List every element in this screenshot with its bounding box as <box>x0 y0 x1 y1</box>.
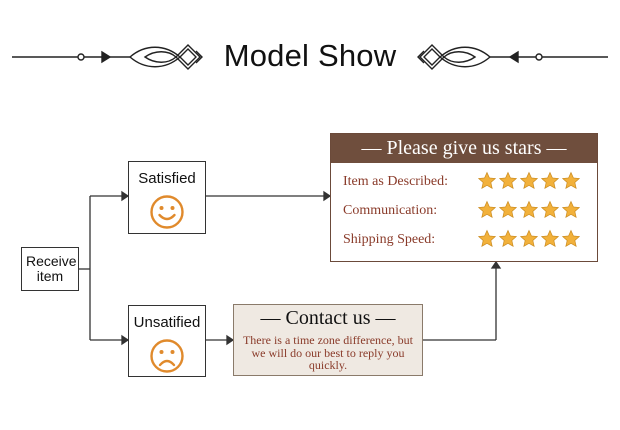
rating-label-item-described: Item as Described: <box>343 174 448 189</box>
receive-item-label: Receive item <box>26 253 77 284</box>
star-icon <box>498 200 518 219</box>
star-icon <box>561 200 581 219</box>
star-icon <box>561 171 581 190</box>
star-icon <box>519 200 539 219</box>
star-icon <box>540 171 560 190</box>
rating-label-communication: Communication: <box>343 203 438 218</box>
arrow-up-to-stars <box>490 260 502 269</box>
rating-stars-shipping-speed <box>477 229 581 249</box>
rating-stars-item-described <box>477 171 581 191</box>
star-icon <box>498 229 518 248</box>
contact-panel-text: There is a time zone difference, but we … <box>242 333 414 372</box>
arrow-to-stars <box>323 190 332 202</box>
satisfied-label: Satisfied <box>138 170 196 187</box>
right-ornament <box>417 44 608 70</box>
arrow-to-contact <box>226 334 235 346</box>
rating-panel-title: — Please give us stars — <box>331 134 597 163</box>
star-icon <box>477 200 497 219</box>
rating-panel: — Please give us stars — Item as Describ… <box>330 133 598 262</box>
contact-panel-title: — Contact us — <box>260 307 396 329</box>
arrow-to-satisfied <box>121 190 130 202</box>
satisfied-box: Satisfied <box>128 161 206 234</box>
receive-item-box: Receive item <box>21 247 79 291</box>
star-icon <box>477 171 497 190</box>
rating-stars-communication <box>477 200 581 220</box>
left-ornament <box>12 44 203 70</box>
frown-icon <box>150 339 184 373</box>
star-icon <box>477 229 497 248</box>
star-icon <box>519 171 539 190</box>
unsatisfied-box: Unsatified <box>128 305 206 377</box>
star-icon <box>540 200 560 219</box>
rating-label-shipping-speed: Shipping Speed: <box>343 232 436 247</box>
star-icon <box>561 229 581 248</box>
smile-icon <box>150 195 184 229</box>
star-icon <box>540 229 560 248</box>
contact-panel: — Contact us — There is a time zone diff… <box>233 304 423 376</box>
arrow-to-unsatisfied <box>121 334 130 346</box>
star-icon <box>498 171 518 190</box>
unsatisfied-label: Unsatified <box>133 314 201 331</box>
page-title: Model Show <box>223 38 397 73</box>
star-icon <box>519 229 539 248</box>
